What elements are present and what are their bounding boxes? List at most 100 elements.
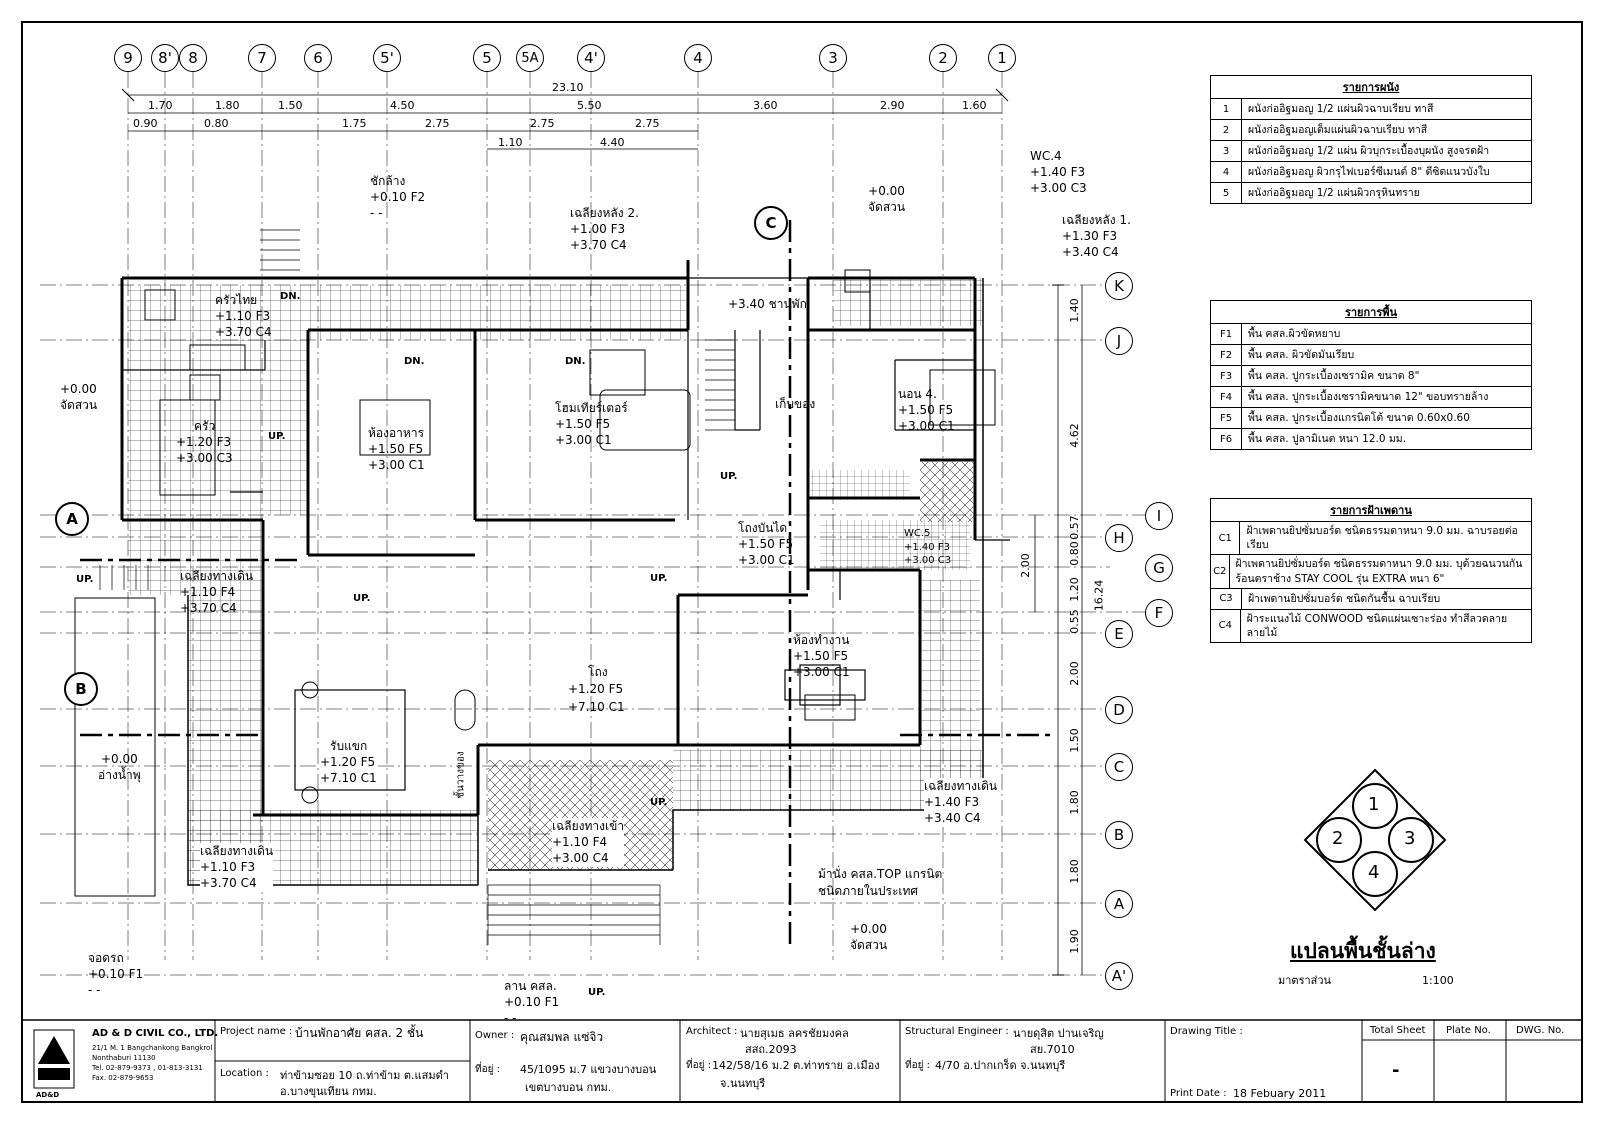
section-marker-a: A [55,502,89,536]
furniture [144,269,996,804]
dim-right-1: 1.40 [1067,298,1081,323]
room-hall: โถง +1.20 F5 +7.10 C1 [568,665,625,714]
wall-key-2: 2 [1332,828,1344,849]
room-garden-top: +0.00 จัดสวน [868,184,906,214]
location-label: Location : [220,1068,269,1079]
wall-key-diagram [1303,768,1447,912]
dim-right-outer-2: 16.24 [1092,579,1106,612]
wall-key-4: 4 [1368,862,1380,883]
room-dining: ห้องอาหาร +1.50 F5 +3.00 C1 [368,426,425,473]
grid-bubble-5-prime: 5' [373,44,401,72]
company-logo-text: AD&D [36,1091,60,1099]
grid-bubble-c: C [1105,753,1133,781]
wall-key-3: 3 [1404,828,1416,849]
grid-bubble-7: 7 [248,44,276,72]
owner-value: คุณสมพล แซ่จิว [520,1030,604,1044]
room-landing: +3.40 ชานพัก [728,297,807,311]
grid-bubble-a: A [1105,890,1133,918]
section-marker-c: C [754,206,788,240]
grid-bubble-h: H [1105,524,1133,552]
grid-bubble-3: 3 [819,44,847,72]
company-name: AD & D CIVIL CO., LTD. [92,1028,219,1039]
grid-bubble-a-prime: A' [1105,962,1133,990]
location-value-1: ท่าข้ามซอย 10 ถ.ท่าข้าม ต.แสมดำ [280,1069,449,1082]
stair-down-tag-3: DN. [565,356,586,367]
stair-up-tag-6: UP. [650,797,668,808]
top-dimension-lines [128,94,1002,150]
scale-label: มาตราส่วน [1278,974,1332,987]
room-living: รับแขก +1.20 F5 +7.10 C1 [320,738,377,787]
dim-right-5: 1.20 [1067,577,1081,602]
engineer-label: Structural Engineer : [905,1026,1009,1037]
room-garden-bottom: +0.00 จัดสวน [850,922,888,952]
grid-bubble-f: F [1145,599,1173,627]
company-address-2: Nonthaburi 11130 [92,1054,156,1062]
company-logo [33,1029,75,1089]
dim-right-2: 4.62 [1067,423,1081,448]
stair-down-tag-2: DN. [404,356,425,367]
location-value-2: อ.บางขุนเทียน กทม. [280,1085,377,1098]
dim-top-row3-2: 4.40 [600,136,625,149]
shelf-label: ชั้นวางของ [455,751,467,799]
room-home-theater: โฮมเทียร์เตอร์ +1.50 F5 +3.00 C1 [555,401,628,448]
legend-floors-title: รายการพื้น [1211,301,1531,324]
grid-bubble-g: G [1145,554,1173,582]
room-yard: ลาน คสล. +0.10 F1 - - [504,979,560,1026]
company-address-3: Tel. 02-879-9373 , 01-813-3131 [92,1064,203,1072]
print-date-label: Print Date : [1170,1088,1227,1099]
grid-bubble-8: 8 [179,44,207,72]
dim-top-8: 1.60 [962,99,987,112]
grid-bubble-5a: 5A [516,44,544,72]
grid-bubble-i: I [1145,502,1173,530]
dim-top-row3-1: 1.10 [498,136,523,149]
dim-right-9: 1.80 [1067,790,1081,815]
grid-bubble-2: 2 [929,44,957,72]
room-parking: จอดรถ +0.10 F1 - - [88,951,144,998]
project-value: บ้านพักอาศัย คสล. 2 ชั้น [295,1026,424,1040]
wall-key-1: 1 [1368,794,1380,815]
engineer-address-label: ที่อยู่ : [905,1060,931,1071]
stair-up-tag-1: UP. [268,431,286,442]
grid-bubble-8-prime: 8' [151,44,179,72]
room-side-porch-left: เฉลียงทางเดิน +1.10 F4 +3.70 C4 [180,569,254,616]
company-address-1: 21/1 M. 1 Bangchankong Bangkrol [92,1044,213,1052]
stair-up-tag-7: UP. [588,987,606,998]
grid-bubble-d: D [1105,696,1133,724]
room-stair-hall: โถงบันได +1.50 F5 +3.00 C1 [738,521,795,568]
plate-no-label: Plate No. [1446,1025,1491,1036]
dimension-ticks [121,88,1064,976]
dim-top-row2-6: 2.75 [635,117,660,130]
architect-label: Architect : [686,1026,738,1037]
room-kitchen: ครัว +1.20 F3 +3.00 C3 [176,419,233,466]
total-sheet-label: Total Sheet [1370,1025,1426,1036]
grid-bubble-b: B [1105,821,1133,849]
room-wash-yard: ชักล้าง +0.10 F2 - - [370,174,426,221]
dim-right-outer-1: 2.00 [1018,553,1032,578]
grid-bubble-e: E [1105,620,1133,648]
dim-top-5: 5.50 [577,99,602,112]
plan-title: แปลนพื้นชั้นล่าง [1290,939,1436,963]
stair-down-tag-1: DN. [280,291,301,302]
engineer-address: 4/70 อ.ปากเกร็ด จ.นนทบุรี [935,1059,1066,1072]
dim-right-10: 1.80 [1067,859,1081,884]
room-porch-bottom-left: เฉลียงทางเดิน +1.10 F3 +3.70 C4 [200,843,274,892]
dim-right-11: 1.90 [1067,929,1081,954]
legend-walls-title: รายการผนัง [1211,76,1531,99]
grid-bubble-4-prime: 4' [577,44,605,72]
dim-total-width: 23.10 [552,81,584,94]
owner-address-1: 45/1095 ม.7 แขวงบางบอน [520,1063,657,1076]
owner-label: Owner : [475,1030,515,1041]
room-pool: +0.00 อ่างน้ำพุ [98,752,141,782]
